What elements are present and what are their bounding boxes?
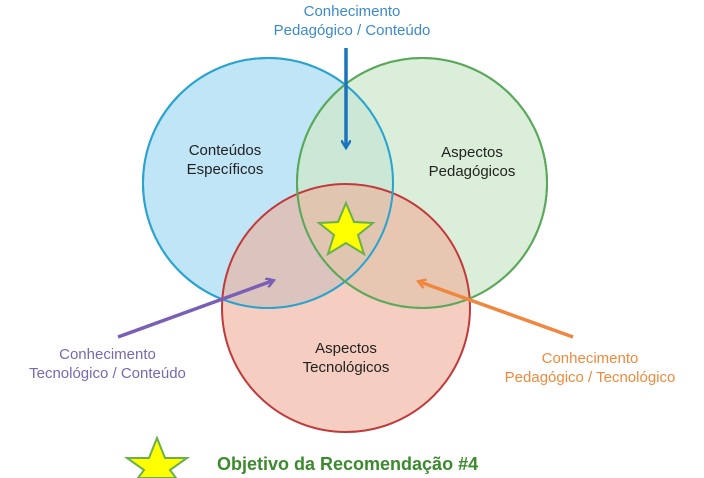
technology-circle (221, 183, 471, 433)
pedagogical-technological-label: Conhecimento Pedagógico / Tecnológico (478, 349, 702, 387)
technological-content-label: Conhecimento Tecnológico / Conteúdo (0, 345, 215, 383)
label-line: Conhecimento (303, 3, 401, 20)
label-line: Pedagógico / Conteúdo (273, 22, 431, 39)
label-line: Aspectos (315, 340, 377, 357)
technological-content-arrow (117, 281, 272, 339)
label-line: Aspectos (441, 144, 503, 161)
legend-star-icon (123, 435, 191, 478)
label-line: Conhecimento (541, 350, 639, 367)
label-line: Tecnológicos (302, 359, 390, 376)
legend-label: Objetivo da Recomendação #4 (217, 454, 479, 474)
label-line: Conteúdos (188, 142, 262, 159)
content-circle-label: Conteúdos Específicos (165, 141, 285, 179)
label-line: Pedagógico / Tecnológico (504, 369, 676, 386)
star-icon (316, 200, 376, 257)
label-line: Tecnológico / Conteúdo (29, 365, 186, 382)
label-line: Específicos (186, 161, 264, 178)
pedagogy-circle-label: Aspectos Pedagógicos (412, 143, 532, 181)
label-line: Pedagógicos (428, 163, 516, 180)
label-line: Conhecimento (59, 346, 156, 363)
pedagogical-technological-arrow (420, 282, 574, 339)
technology-circle-label: Aspectos Tecnológicos (285, 339, 407, 377)
pedagogical-content-label: Conhecimento Pedagógico / Conteúdo (232, 2, 472, 40)
